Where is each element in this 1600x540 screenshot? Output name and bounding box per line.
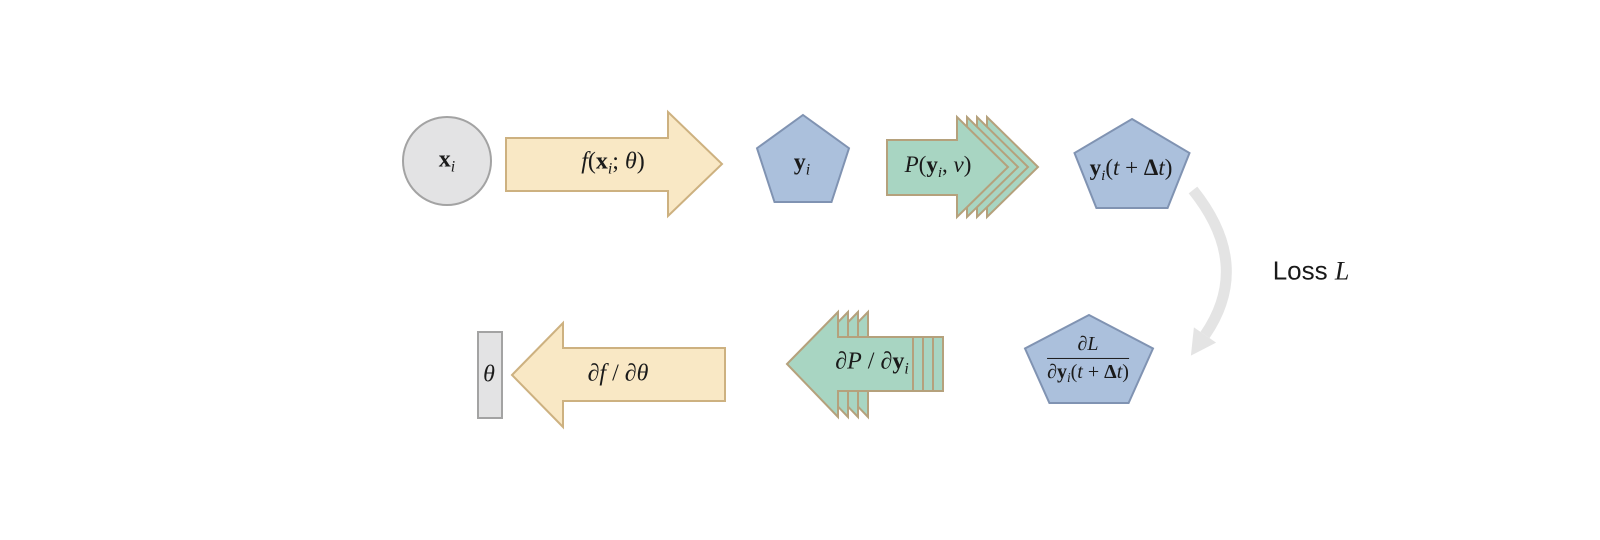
theta-param-rect	[477, 331, 503, 419]
input-node-circle	[402, 116, 492, 206]
gradient-fraction-numerator: ∂L	[1047, 333, 1129, 359]
backprop-arrow-label: ∂P / ∂yi	[835, 348, 909, 378]
param-gradient-arrow-label: ∂f / ∂θ	[587, 360, 649, 387]
gradient-pentagon-label: ∂L ∂yi(t + Δt)	[1047, 331, 1129, 385]
loss-curved-arrowhead-icon	[1190, 327, 1217, 356]
gradient-fraction: ∂L ∂yi(t + Δt)	[1047, 333, 1129, 386]
param-gradient-arrow	[510, 320, 726, 430]
loss-label: Loss L	[1272, 255, 1350, 286]
loss-curved-arrow	[1188, 186, 1232, 339]
next-state-pentagon-label: yi(t + Δt)	[1089, 155, 1173, 184]
propagate-arrow-label: P(yi, ν)	[904, 152, 972, 181]
state-pentagon-label: yi	[793, 149, 811, 179]
next-state-pentagon	[1073, 117, 1191, 209]
theta-param-label: θ	[483, 361, 495, 388]
forward-arrow	[505, 109, 724, 219]
input-node-label: xi	[438, 146, 456, 176]
gradient-pentagon	[1023, 313, 1155, 404]
forward-arrow-label: f(xi; θ)	[581, 148, 645, 178]
state-pentagon	[755, 113, 851, 203]
gradient-fraction-denominator: ∂yi(t + Δt)	[1047, 360, 1129, 386]
